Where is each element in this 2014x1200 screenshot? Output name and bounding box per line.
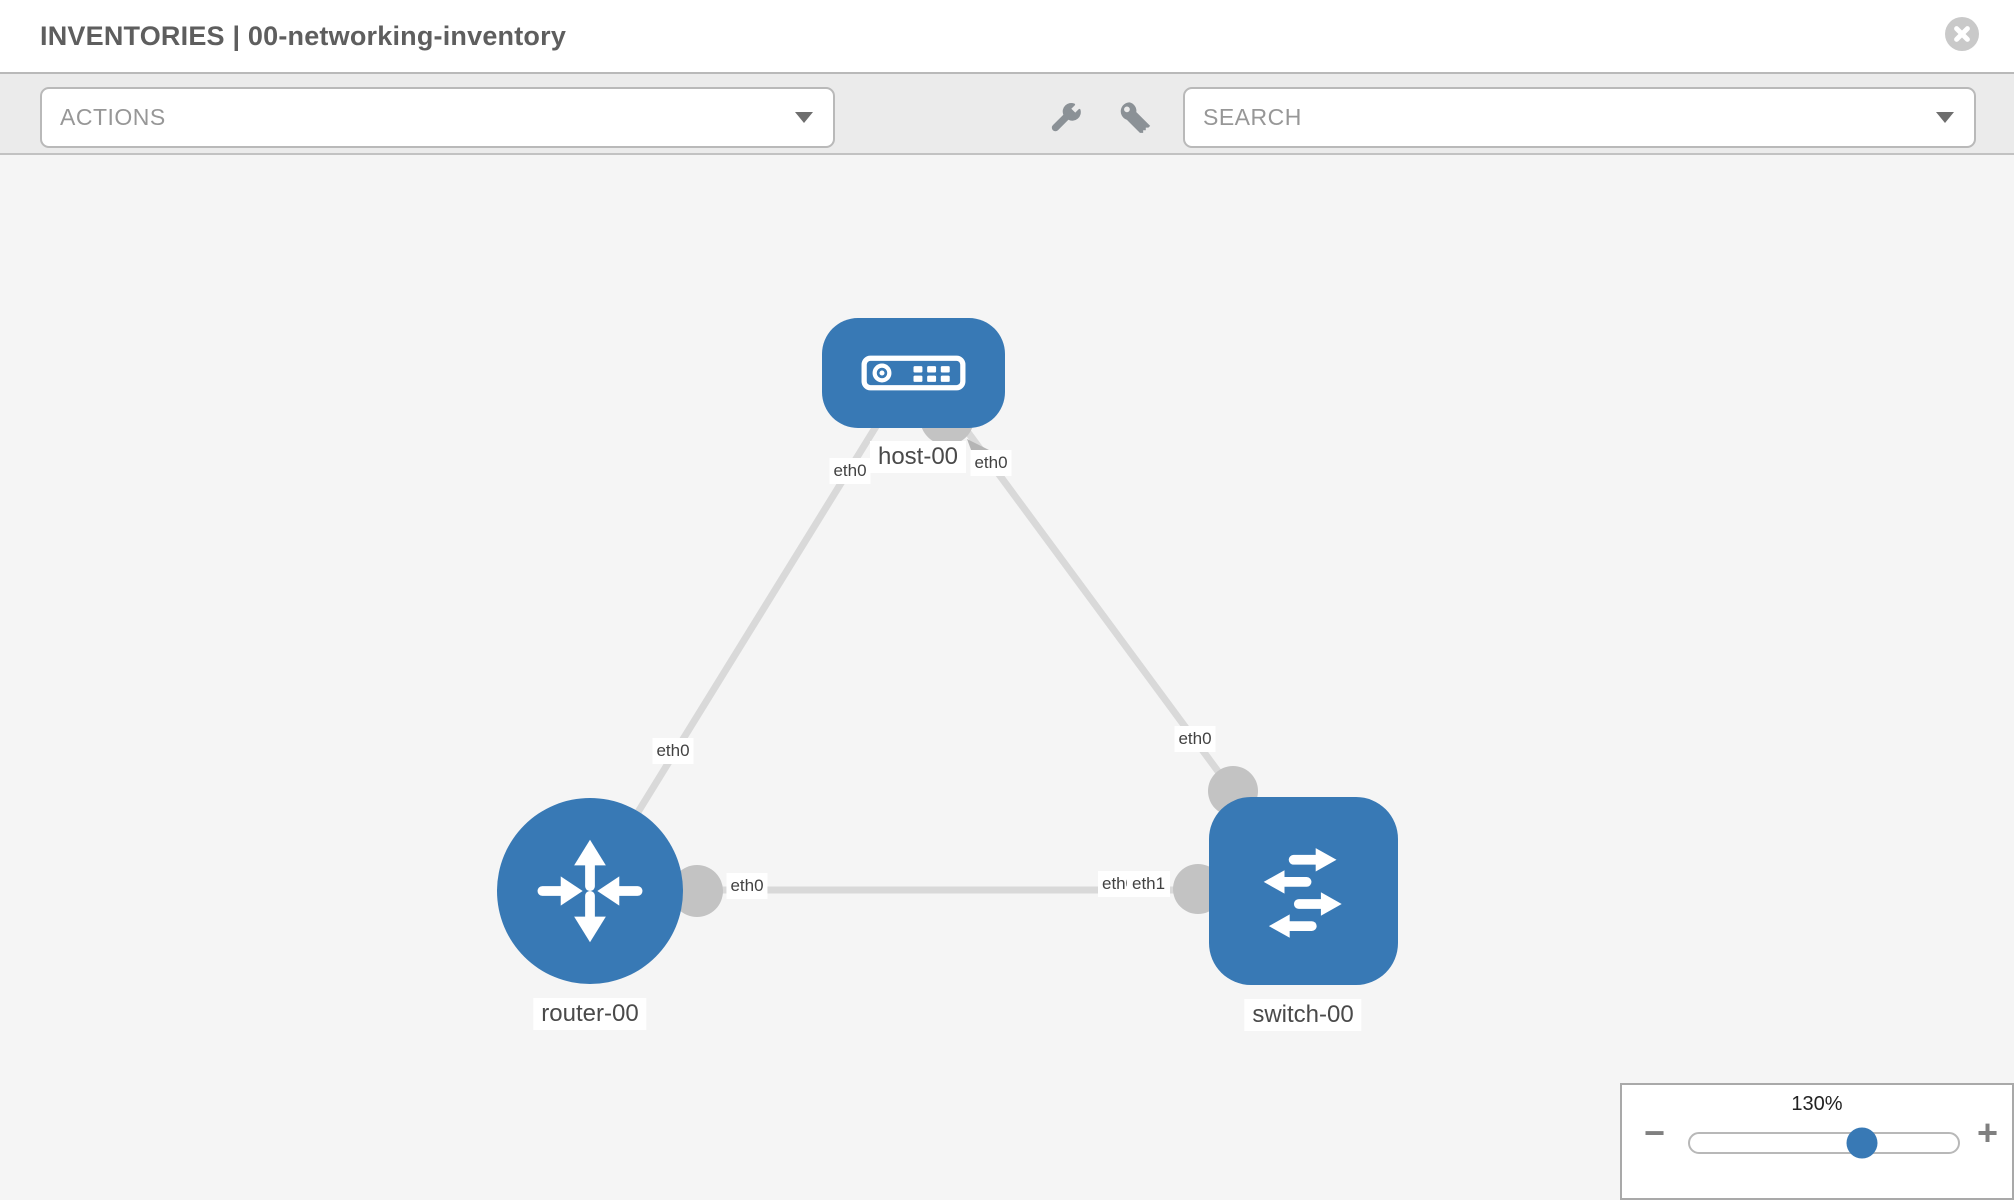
interface-dot-router-eth0 bbox=[671, 865, 723, 917]
if-label-host-eth0-right: eth0 bbox=[970, 450, 1012, 476]
zoom-level-value: 130% bbox=[1791, 1093, 1843, 1115]
if-label-switch-eth1: eth1 bbox=[1127, 871, 1171, 897]
close-icon bbox=[1954, 26, 1970, 42]
page-title: INVENTORIES | 00-networking-inventory bbox=[40, 21, 567, 51]
actions-dropdown[interactable]: ACTIONS bbox=[40, 87, 835, 148]
node-label-router: router-00 bbox=[533, 998, 647, 1030]
if-label-router-eth0-side: eth0 bbox=[726, 873, 768, 899]
switch-icon bbox=[1263, 848, 1342, 938]
credentials-button[interactable] bbox=[1111, 94, 1157, 140]
zoom-in-button[interactable]: + bbox=[1976, 1112, 1998, 1153]
router-icon bbox=[537, 839, 643, 943]
chevron-down-icon bbox=[1936, 112, 1954, 123]
title-bar: INVENTORIES | 00-networking-inventory bbox=[0, 0, 2014, 72]
zoom-slider-handle[interactable] bbox=[1846, 1127, 1878, 1159]
node-switch-00[interactable] bbox=[1209, 797, 1398, 985]
search-dropdown[interactable]: SEARCH bbox=[1183, 87, 1976, 148]
node-label-switch: switch-00 bbox=[1244, 999, 1362, 1031]
close-button[interactable] bbox=[1945, 17, 1979, 51]
actions-dropdown-label: ACTIONS bbox=[60, 104, 166, 130]
if-label-host-eth0-left: eth0 bbox=[829, 458, 871, 484]
node-label-host: host-00 bbox=[869, 441, 967, 473]
tools-button[interactable] bbox=[1043, 94, 1089, 140]
host-icon bbox=[861, 355, 966, 391]
zoom-out-button[interactable]: − bbox=[1644, 1112, 1666, 1153]
wrench-icon bbox=[1051, 102, 1081, 131]
key-icon bbox=[1120, 101, 1150, 133]
node-host-00[interactable] bbox=[822, 318, 1005, 428]
if-label-switch-eth0-overlapped: eth0 bbox=[1098, 871, 1132, 897]
node-router-00[interactable] bbox=[497, 798, 683, 984]
chevron-down-icon bbox=[795, 112, 813, 123]
zoom-slider-track[interactable] bbox=[1688, 1127, 1960, 1159]
search-dropdown-label: SEARCH bbox=[1203, 104, 1302, 130]
zoom-panel: 130% − + bbox=[1620, 1083, 2014, 1200]
if-label-router-eth0-up: eth0 bbox=[652, 738, 694, 764]
toolbar: ACTIONS SEARCH bbox=[0, 72, 2014, 155]
if-label-switch-eth0: eth0 bbox=[1174, 726, 1216, 752]
